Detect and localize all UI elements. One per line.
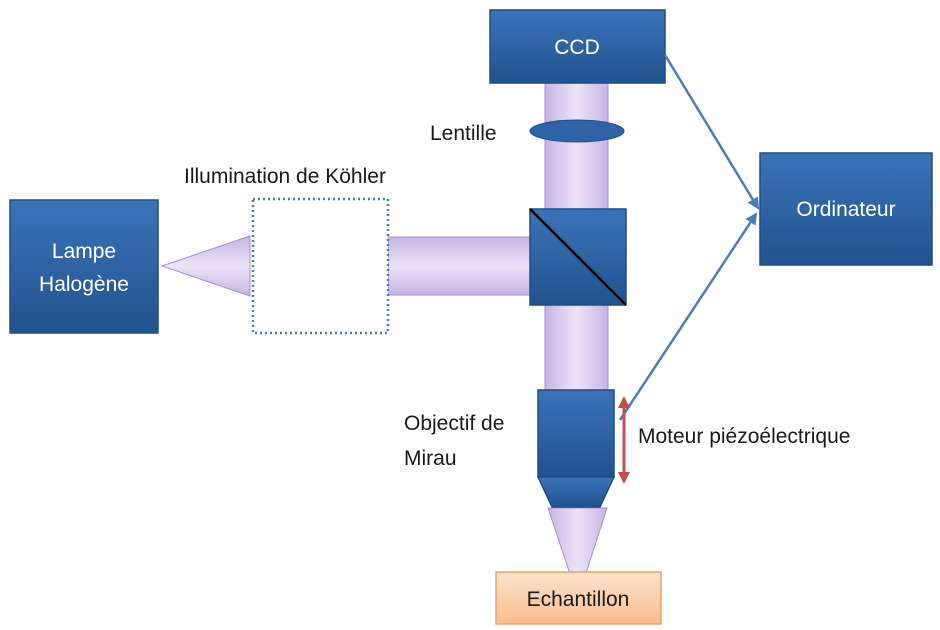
echantillon-box: Echantillon [495, 571, 662, 625]
lentille-label: Lentille [430, 122, 497, 145]
mirau-objective [536, 389, 616, 508]
echantillon-label: Echantillon [527, 588, 630, 611]
lampe-label-line1: Lampe [52, 240, 116, 263]
kohler-illumination-box [251, 197, 390, 335]
ccd-to-computer-arrow [663, 54, 760, 210]
kohler-label: Illumination de Köhler [184, 165, 386, 188]
ccd-box: CCD [489, 9, 666, 84]
ordinateur-label: Ordinateur [796, 198, 895, 221]
sample-light-cone [547, 507, 608, 600]
objectif-label-line2: Mirau [404, 447, 457, 470]
ccd-label: CCD [554, 36, 600, 59]
objectif-label-line1: Objectif de [404, 412, 504, 435]
lens [529, 119, 625, 143]
moteur-label: Moteur piézoélectrique [638, 425, 850, 448]
lamp-light-cone [160, 235, 251, 297]
horizontal-beam [387, 236, 531, 296]
beam-splitter [529, 208, 627, 306]
ordinateur-box: Ordinateur [759, 152, 933, 266]
motor-to-computer-arrow [618, 212, 758, 421]
lampe-halogene-box: Lampe Halogène [9, 199, 159, 334]
lampe-label-line2: Halogène [39, 273, 129, 296]
